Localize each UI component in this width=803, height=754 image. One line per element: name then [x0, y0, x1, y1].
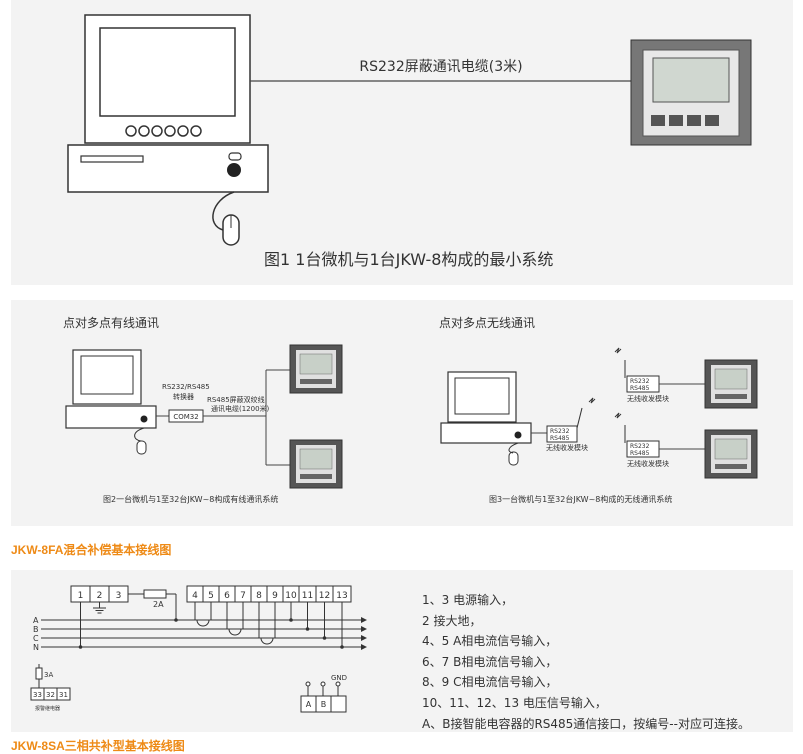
- terminal-label: 3: [116, 591, 122, 601]
- controller-icon: [289, 344, 343, 394]
- phase-label: A: [33, 616, 39, 625]
- rs232-label: RS232: [630, 378, 650, 385]
- pc-base-unit-icon: [67, 144, 269, 193]
- terminal-label: 4: [192, 591, 198, 601]
- rs232-label: RS232: [550, 428, 570, 435]
- terminal-label: 13: [336, 591, 347, 601]
- jkw8-controller-icon: [630, 39, 752, 146]
- com-port-label: COM32: [173, 413, 198, 421]
- rs485-cable-label-1: RS485屏蔽双绞线: [207, 395, 265, 404]
- antenna-icon: [614, 412, 626, 443]
- phase-label: B: [33, 625, 39, 634]
- current-transformer-icon: [258, 602, 276, 645]
- figure-1-panel: RS232屏蔽通讯电缆(3米) 图1 1台微机与1台JKW-8构成的最小系统: [11, 0, 793, 285]
- small-fuse-label: 3A: [44, 671, 53, 679]
- legend-line: 10、11、12、13 电压信号输入，: [422, 695, 607, 710]
- legend-line: 2 接大地，: [422, 613, 482, 628]
- pc-small-icon: [440, 371, 532, 466]
- converter-label-1: RS232/RS485: [162, 383, 210, 391]
- rs232-label: RS232: [630, 443, 650, 450]
- wireless-module-label: 无线收发模块: [546, 443, 588, 452]
- pc-small-icon: [65, 349, 157, 455]
- controller-icon: [704, 429, 758, 479]
- terminal-label: 11: [302, 591, 313, 601]
- antenna-icon: [576, 397, 596, 429]
- phase-label: C: [33, 634, 39, 643]
- wireless-module-label: 无线收发模块: [627, 459, 669, 468]
- terminal-label: 10: [285, 591, 297, 601]
- jkw-8sa-heading: JKW-8SA三相共补型基本接线图: [11, 739, 185, 753]
- wireless-title: 点对多点无线通讯: [439, 316, 535, 330]
- figure-2-caption: 图2一台微机与1至32台JKW~8构成有线通讯系统: [103, 494, 278, 504]
- wiring-diagram: 1 2 3 2A A B C N: [30, 585, 367, 713]
- wireless-module-box: [546, 425, 578, 443]
- gnd-label: GND: [331, 674, 347, 682]
- legend-line: 1、3 电源输入，: [422, 593, 514, 607]
- alarm-relay-block: 3A 33 32 31 报警继电器: [30, 664, 71, 712]
- terminal-label: 1: [78, 591, 84, 601]
- figure-1-caption: 图1 1台微机与1台JKW-8构成的最小系统: [264, 250, 553, 269]
- antenna-icon: [614, 347, 626, 378]
- rs485-cable-label-2: 通讯电缆(1200米): [211, 404, 270, 413]
- legend-line: 6、7 B相电流信号输入，: [422, 654, 558, 669]
- terminal-label: 9: [272, 591, 278, 601]
- controller-icon: [704, 359, 758, 409]
- rs485-terminal-block: GND A B: [300, 674, 347, 713]
- jkw-8fa-heading: JKW-8FA混合补偿基本接线图: [11, 543, 172, 557]
- figure-3-caption: 图3一台微机与1至32台JKW~8构成的无线通讯系统: [489, 494, 672, 504]
- wiring-panel: 1 2 3 2A A B C N: [11, 570, 793, 732]
- terminal-label: 2: [97, 591, 103, 601]
- mouse-icon: [212, 191, 240, 246]
- pc-monitor-icon: [84, 14, 251, 144]
- figure-2-3-panel: 点对多点有线通讯 RS232/RS485 转换器 COM32 RS485屏蔽双绞…: [11, 300, 793, 526]
- signal-terminal-block: 4 5 6 7 8 9 10 11 12 13: [186, 585, 352, 603]
- cable-label: RS232屏蔽通讯电缆(3米): [359, 59, 522, 75]
- terminal-label: 12: [319, 591, 330, 601]
- fuse-label: 2A: [153, 600, 164, 609]
- rs485-label: RS485: [630, 385, 650, 392]
- converter-label-2: 转换器: [173, 392, 194, 401]
- terminal-label: B: [321, 700, 327, 709]
- figure-1-diagram: RS232屏蔽通讯电缆(3米) 图1 1台微机与1台JKW-8构成的最小系统: [67, 14, 752, 269]
- terminal-label: A: [306, 700, 312, 709]
- current-transformer-icon: [194, 602, 212, 627]
- controller-icon: [289, 439, 343, 489]
- fuse-icon: [143, 589, 167, 599]
- terminal-label: 8: [256, 591, 262, 601]
- terminal-label: 31: [59, 691, 68, 699]
- terminal-label: 33: [33, 691, 42, 699]
- current-transformer-icon: [226, 602, 244, 636]
- phase-label: N: [33, 643, 39, 652]
- legend-line: A、B接智能电容器的RS485通信接口，按编号--对应可连接。: [422, 716, 750, 731]
- wireless-module-label: 无线收发模块: [627, 394, 669, 403]
- terminal-label: 5: [208, 591, 214, 601]
- relay-caption: 报警继电器: [35, 705, 60, 712]
- figure-2-3-diagram: 点对多点有线通讯 RS232/RS485 转换器 COM32 RS485屏蔽双绞…: [63, 316, 758, 504]
- power-terminal-block: 1 2 3: [70, 585, 129, 603]
- wired-title: 点对多点有线通讯: [63, 316, 159, 330]
- legend-line: 4、5 A相电流信号输入，: [422, 634, 558, 649]
- terminal-label: 7: [240, 591, 246, 601]
- rs485-label: RS485: [550, 435, 570, 442]
- terminal-label: 6: [224, 591, 230, 601]
- ground-icon: [93, 602, 106, 614]
- legend-line: 8、9 C相电流信号输入，: [422, 675, 558, 690]
- terminal-legend: 1、3 电源输入， 2 接大地， 4、5 A相电流信号输入， 6、7 B相电流信…: [422, 590, 750, 734]
- terminal-label: 32: [46, 691, 55, 699]
- rs485-label: RS485: [630, 450, 650, 457]
